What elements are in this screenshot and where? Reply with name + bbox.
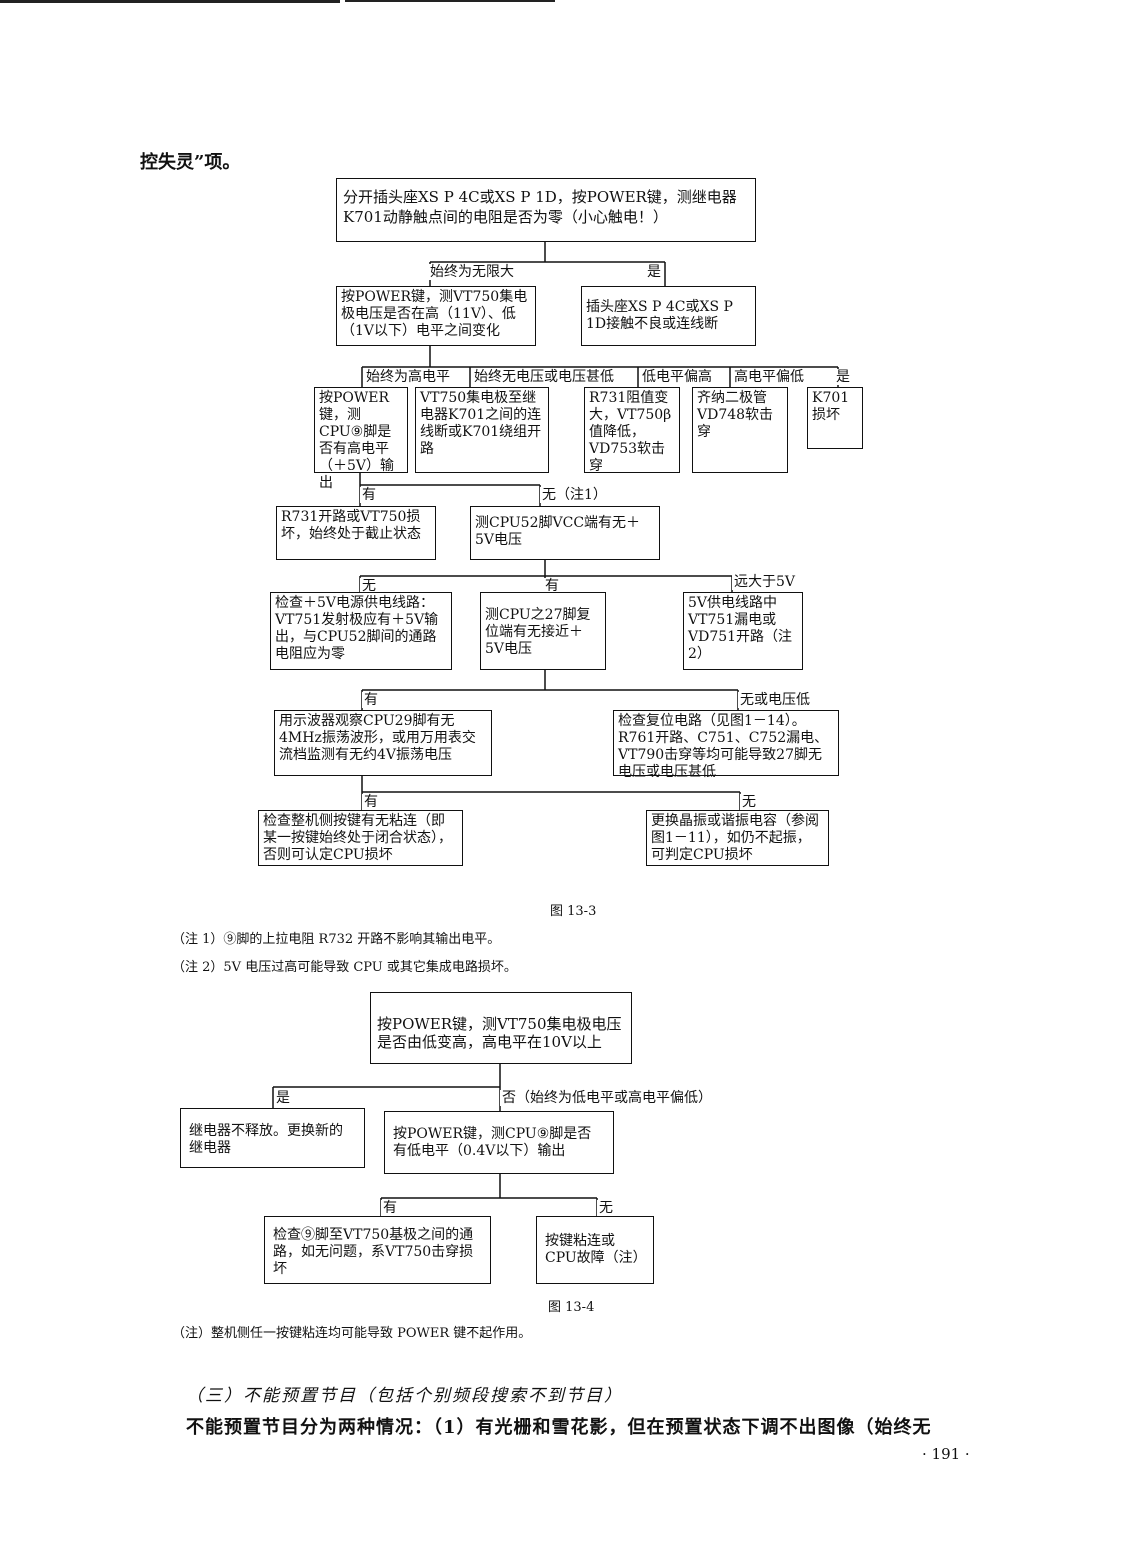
intro-text: 控失灵”项。 [140,152,241,173]
node-power-vt750-rise: 按POWER键，测VT750集电极电压是否由低变高，高电平在10V以上 [370,992,632,1064]
figure-13-4-caption: 图 13-4 [548,1300,595,1315]
branch-yes: 是 [645,264,663,280]
node-plug-fault: 插头座XS P 4C或XS P 1D接触不良或连线断 [581,286,756,346]
node-vd748: 齐纳二极管VD748软击穿 [692,387,788,473]
node-replace-crystal: 更换晶振或谐振电容（参阅图1－11），如仍不起振，可判定CPU损坏 [646,810,829,866]
branch-far-above-5v: 远大于5V [732,574,798,590]
node-check-keys: 检查整机侧按键有无粘连（即某一按键始终处于闭合状态），否则可认定CPU损坏 [258,810,463,866]
branch-none-2: 无 [360,578,378,594]
node-cpu52-vcc: 测CPU52脚VCC端有无＋5V电压 [470,506,660,560]
branch-yes-fig2: 是 [274,1090,292,1106]
node-power-vt750: 按POWER键，测VT750集电极电压是否在高（11V）、低（1V以下）电平之间… [336,286,536,346]
note-2: （注 2）5V 电压过高可能导致 CPU 或其它集成电路损坏。 [172,960,517,975]
node-oscilloscope: 用示波器观察CPU29脚有无4MHz振荡波形，或用万用表交流档监测有无约4V振荡… [274,710,492,776]
node-r731-open: R731开路或VT750损坏，始终处于截止状态 [276,506,436,560]
branch-have-2: 有 [543,578,561,594]
branch-high-low: 高电平偏低 [732,369,806,385]
branch-low-high: 低电平偏高 [640,369,714,385]
note-fig2: （注）整机侧任一按键粘连均可能导致 POWER 键不起作用。 [172,1326,532,1341]
node-r731-value: R731阻值变大，VT750β值降低，VD753软击穿 [584,387,680,474]
top-border-right [345,0,555,2]
branch-always-infinite: 始终为无限大 [428,264,516,280]
branch-none-note1: 无（注1） [540,487,609,503]
branch-always-high: 始终为高电平 [364,369,452,385]
branch-have-3: 有 [362,692,380,708]
node-check-5v-supply: 检查＋5V电源供电线路：VT751发射极应有＋5V输出，与CPU52脚间的通路电… [270,592,452,670]
page-number: · 191 · [922,1445,970,1463]
node-cpu9-output: 按POWER键，测CPU⑨脚是否有高电平（＋5V）输出 [314,387,408,491]
branch-have-fig2: 有 [381,1200,399,1216]
top-border-left [0,0,340,3]
node-key-stuck: 按键粘连或CPU故障（注） [536,1216,654,1284]
branch-none-or-low: 无或电压低 [738,692,812,708]
branch-no-voltage: 始终无电压或电压甚低 [472,369,616,385]
branch-have-4: 有 [362,794,380,810]
node-cpu27-reset: 测CPU之27脚复位端有无接近＋5V电压 [480,592,606,670]
node-root: 分开插头座XS P 4C或XS P 1D，按POWER键，测继电器K701动静触… [336,178,756,242]
branch-have-1: 有 [360,487,378,503]
node-check-pin9: 检查⑨脚至VT750基极之间的通路，如无问题，系VT750击穿损坏 [264,1216,491,1284]
figure-13-3-caption: 图 13-3 [550,904,597,919]
node-check-reset-circuit: 检查复位电路（见图1－14）。R761开路、C751、C752漏电、VT790击… [613,710,839,780]
section-body-text: 不能预置节目分为两种情况：（1）有光栅和雪花影，但在预置状态下调不出图像（始终无 [186,1417,932,1438]
section-heading: （三）不能预置节目（包括个别频段搜索不到节目） [186,1386,623,1406]
node-k701: K701损坏 [807,387,863,449]
branch-yes-2: 是 [834,369,852,385]
node-replace-relay: 继电器不释放。更换新的继电器 [180,1108,365,1168]
branch-none-4: 无 [740,794,758,810]
node-vt751-leak: 5V供电线路中VT751漏电或VD751开路（注2） [683,592,803,670]
node-vt750-coil: VT750集电极至继电器K701之间的连线断或K701绕组开路 [415,387,549,473]
node-cpu9-low: 按POWER键，测CPU⑨脚是否有低电平（0.4V以下）输出 [384,1111,614,1174]
note-1: （注 1）⑨脚的上拉电阻 R732 开路不影响其输出电平。 [172,932,501,947]
branch-no-fig2: 否（始终为低电平或高电平偏低） [500,1090,714,1106]
branch-none-fig2: 无 [597,1200,615,1216]
